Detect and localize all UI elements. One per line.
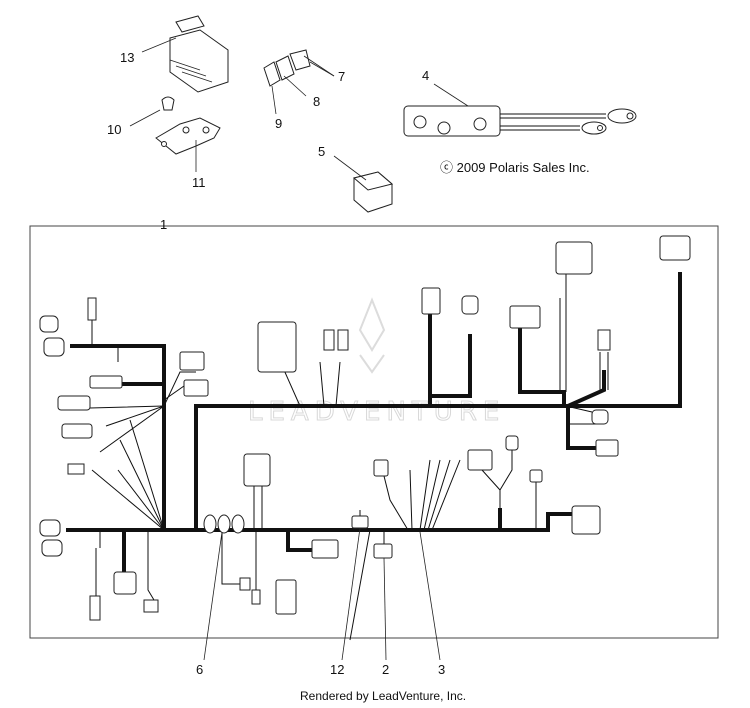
footer-credit: Rendered by LeadVenture, Inc.	[300, 689, 466, 703]
connector-left-7	[67, 463, 85, 475]
connector-left-5	[57, 395, 91, 411]
watermark: LEADVENTURE	[248, 297, 505, 428]
harness-main-trunk	[66, 272, 682, 574]
connector-ecm	[257, 321, 297, 373]
connector-low-6	[505, 435, 519, 451]
callout-13: 13	[120, 50, 134, 65]
connector-low-3	[275, 579, 297, 615]
connector-left-8	[179, 351, 205, 371]
connector-ll-1	[39, 519, 61, 537]
watermark-text: LEADVENTURE	[248, 397, 505, 427]
connector-ll-7	[251, 589, 261, 605]
connector-top-8	[659, 235, 691, 261]
connector-top-3	[337, 329, 349, 351]
connector-right-2	[595, 439, 619, 457]
part-11-bracket[interactable]	[155, 117, 221, 172]
connector-left-9	[183, 379, 209, 397]
connector-left-6	[61, 423, 93, 439]
callout-9: 9	[275, 116, 282, 131]
callout-1: 1	[160, 217, 167, 232]
connector-left-4	[89, 375, 123, 389]
connector-right-3	[571, 505, 601, 535]
connector-ll-5	[143, 599, 159, 613]
harness-connectors	[39, 235, 691, 621]
connector-top-4	[421, 287, 441, 315]
part-4-ground-strap[interactable]	[403, 83, 637, 137]
connector-ll-3	[113, 571, 137, 595]
callout-3: 3	[438, 662, 445, 677]
relay-connector-2	[373, 543, 393, 559]
connector-ll-6	[239, 577, 251, 591]
callout-12: 12	[330, 662, 344, 677]
connector-left-1	[39, 315, 59, 333]
part-13-connector-housing[interactable]	[141, 15, 229, 93]
connector-top-7	[555, 241, 593, 275]
connector-top-5	[461, 295, 479, 315]
callout-7: 7	[338, 69, 345, 84]
fuse-holder-3	[231, 514, 245, 534]
callout-6: 6	[196, 662, 203, 677]
connector-low-4	[373, 459, 389, 477]
harness-thin-wires	[89, 270, 609, 641]
harness-frame	[29, 225, 719, 639]
part-7-8-9-terminals[interactable]	[263, 49, 335, 115]
connector-ll-2	[41, 539, 63, 557]
connector-low-5	[467, 449, 493, 471]
callout-5: 5	[318, 144, 325, 159]
copyright-text: ⓒ 2009 Polaris Sales Inc.	[440, 160, 590, 175]
connector-left-3	[87, 297, 97, 321]
bottom-leaders	[203, 527, 441, 661]
connector-ll-4	[89, 595, 101, 621]
callout-11: 11	[192, 175, 206, 190]
connector-top-9	[597, 329, 611, 351]
connector-left-2	[43, 337, 65, 357]
callout-10: 10	[107, 122, 121, 137]
fuse-holder-2	[217, 514, 231, 534]
connector-right-1	[591, 409, 609, 425]
part-5-relay[interactable]	[333, 155, 394, 213]
connector-low-1	[243, 453, 271, 487]
fuse-holder-1	[203, 514, 217, 534]
callout-2: 2	[382, 662, 389, 677]
connector-low-2	[311, 539, 339, 559]
part-10-rivet[interactable]	[129, 96, 175, 127]
connector-low-7	[529, 469, 543, 483]
connector-top-2	[323, 329, 335, 351]
connector-low-8	[351, 515, 369, 529]
callout-4: 4	[422, 68, 429, 83]
callout-8: 8	[313, 94, 320, 109]
connector-top-6	[509, 305, 541, 329]
